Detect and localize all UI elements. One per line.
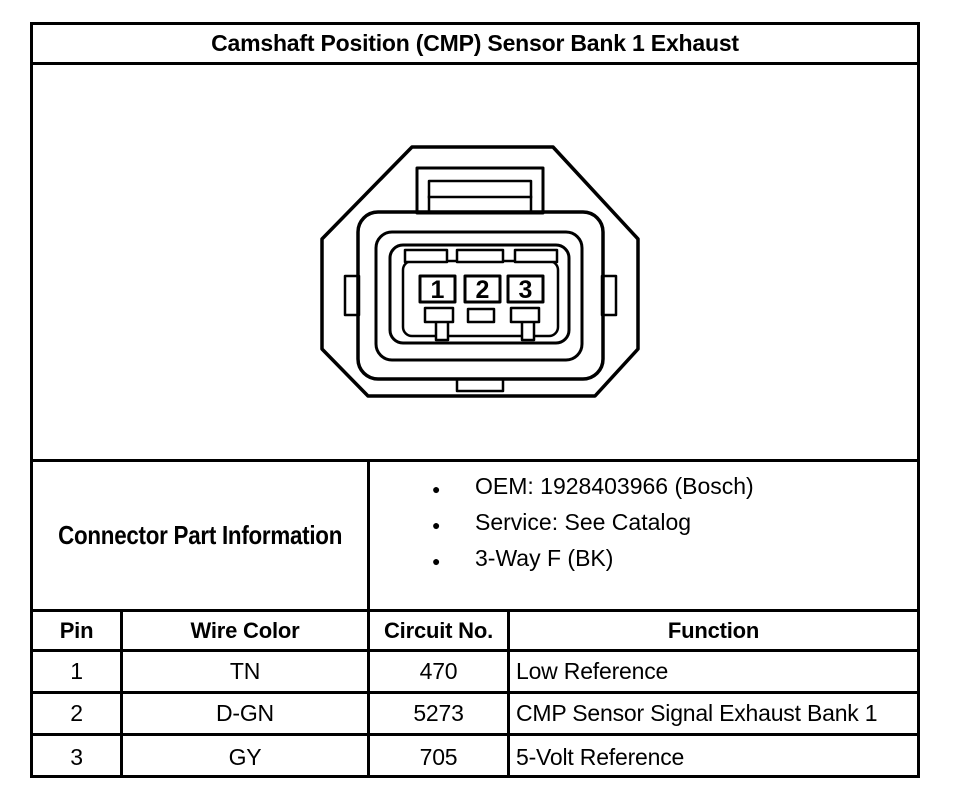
part-info-label: Connector Part Information (58, 520, 342, 550)
pin3-tab (509, 306, 541, 324)
pin-1-box (418, 274, 457, 304)
col-header-circuit-no: Circuit No. (370, 612, 510, 649)
col-header-function: Function (667, 617, 760, 643)
pin1-tab (423, 306, 455, 324)
key-slot-3 (513, 248, 559, 264)
part-info-section: Connector Part Information ● OEM: 192840… (33, 462, 917, 612)
bottom-notch (455, 377, 505, 393)
part-info-bullet: ● 3-Way F (BK) (432, 542, 913, 578)
cell-circuit-no: 5273 (370, 694, 510, 733)
bullet-icon: ● (432, 481, 441, 497)
cell-circuit-no: 705 (370, 736, 510, 778)
col-header-pin: Pin (33, 612, 123, 649)
col-header-wire-color: Wire Color (123, 612, 370, 649)
body-shell-mid (374, 230, 584, 362)
bullet-icon: ● (432, 553, 441, 569)
connector-face-drawing: 1 2 3 (320, 145, 640, 398)
table-row: 1 TN 470 Low Reference (33, 652, 917, 694)
part-info-bullets-cell: ● OEM: 1928403966 (Bosch) ● Service: See… (370, 462, 917, 609)
cell-pin: 1 (33, 652, 123, 691)
cell-pin: 3 (33, 736, 123, 778)
pin3-stem (520, 319, 536, 342)
octagon-housing (320, 145, 640, 398)
table-title: Camshaft Position (CMP) Sensor Bank 1 Ex… (33, 25, 917, 65)
cell-function: Low Reference (516, 658, 669, 684)
key-slot-1 (403, 248, 449, 264)
table-row: 3 GY 705 5-Volt Reference (33, 736, 917, 778)
pin-2-label: 2 (476, 276, 490, 304)
part-info-bullet-list: ● OEM: 1928403966 (Bosch) ● Service: See… (432, 470, 913, 578)
part-info-bullet-text: 3-Way F (BK) (475, 545, 614, 571)
cell-function: CMP Sensor Signal Exhaust Bank 1 (516, 700, 878, 726)
pin-table-header-row: Pin Wire Color Circuit No. Function (33, 612, 917, 652)
pin-3-label: 3 (519, 276, 533, 304)
pin-1-label: 1 (431, 276, 445, 304)
pin-3-box (506, 274, 545, 304)
part-info-bullet: ● OEM: 1928403966 (Bosch) (432, 470, 913, 506)
table-row: 2 D-GN 5273 CMP Sensor Signal Exhaust Ba… (33, 694, 917, 736)
cell-pin: 2 (33, 694, 123, 733)
body-shell-inner (388, 243, 571, 345)
latch-outer (415, 166, 545, 215)
part-info-bullet: ● Service: See Catalog (432, 506, 913, 542)
cell-circuit-no: 470 (370, 652, 510, 691)
key-slot-2 (455, 248, 505, 264)
part-info-bullet-text: Service: See Catalog (475, 509, 692, 535)
cell-wire-color: TN (123, 652, 370, 691)
bullet-icon: ● (432, 517, 441, 533)
pin1-stem (434, 319, 450, 342)
connector-info-table: Camshaft Position (CMP) Sensor Bank 1 Ex… (30, 22, 920, 778)
cell-wire-color: GY (123, 736, 370, 778)
connector-diagram-cell: 1 2 3 (33, 65, 917, 462)
part-info-bullet-text: OEM: 1928403966 (Bosch) (475, 473, 754, 499)
pin2-tab (466, 307, 496, 324)
pin-2-box (463, 274, 502, 304)
cell-wire-color: D-GN (123, 694, 370, 733)
cell-function: 5-Volt Reference (516, 743, 685, 770)
part-info-label-cell: Connector Part Information (33, 462, 370, 609)
